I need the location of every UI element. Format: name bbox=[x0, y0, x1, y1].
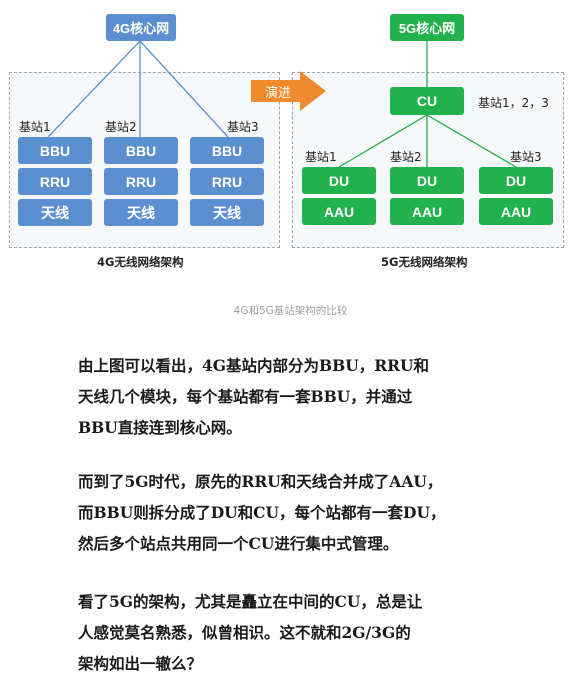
4g-antenna-unit: 天线 bbox=[18, 199, 92, 226]
text-line: 人感觉莫名熟悉，似曾相识。这不就和2G/3G的 bbox=[78, 623, 411, 642]
4g-rru-unit: RRU bbox=[18, 168, 92, 195]
text-line: BBU直接连到核心网。 bbox=[78, 418, 242, 437]
evolution-label: 演进 bbox=[264, 86, 291, 101]
4g-rru-unit: RRU bbox=[104, 168, 178, 195]
4g-bbu-unit: BBU bbox=[18, 137, 92, 164]
4g-station-label: 基站1 bbox=[19, 120, 51, 134]
4g-bbu-unit: BBU bbox=[104, 137, 178, 164]
4g-station-label: 基站2 bbox=[105, 120, 137, 134]
4g-core-network: 4G核心网 bbox=[106, 14, 176, 41]
5g-cu-unit: CU bbox=[390, 87, 464, 115]
text-line: 由上图可以看出，4G基站内部分为BBU，RRU和 bbox=[78, 356, 430, 375]
4g-antenna-unit: 天线 bbox=[190, 199, 264, 226]
paragraph-2: 而到了5G时代，原先的RRU和天线合并成了AAU， 而BBU则拆分成了DU和CU… bbox=[78, 466, 518, 559]
text-line: 然后多个站点共用同一个CU进行集中式管理。 bbox=[78, 534, 399, 553]
5g-aau-unit: AAU bbox=[390, 198, 464, 225]
5g-station-label: 基站2 bbox=[390, 150, 422, 164]
paragraph-1: 由上图可以看出，4G基站内部分为BBU，RRU和 天线几个模块，每个基站都有一套… bbox=[78, 350, 518, 443]
5g-du-unit: DU bbox=[479, 167, 553, 194]
figure-caption: 4G和5G基站架构的比较 bbox=[233, 305, 348, 317]
4g-diagram-caption: 4G无线网络架构 bbox=[97, 255, 184, 269]
4g-rru-unit: RRU bbox=[190, 168, 264, 195]
text-line: 架构如出一辙么？ bbox=[78, 654, 203, 673]
5g-aau-unit: AAU bbox=[479, 198, 553, 225]
text-line: 天线几个模块，每个基站都有一套BBU，并通过 bbox=[78, 387, 413, 406]
4g-station-label: 基站3 bbox=[227, 120, 259, 134]
text-line: 看了5G的架构，尤其是矗立在中间的CU，总是让 bbox=[78, 592, 423, 611]
5g-core-network: 5G核心网 bbox=[390, 14, 464, 41]
evolution-arrow-icon bbox=[251, 71, 326, 111]
cu-shared-stations-label: 基站1，2，3 bbox=[478, 96, 549, 110]
5g-du-unit: DU bbox=[390, 167, 464, 194]
text-line: 而BBU则拆分成了DU和CU，每个站都有一套DU， bbox=[78, 503, 446, 522]
4g-antenna-unit: 天线 bbox=[104, 199, 178, 226]
5g-station-label: 基站1 bbox=[305, 150, 337, 164]
5g-du-unit: DU bbox=[302, 167, 376, 194]
4g-bbu-unit: BBU bbox=[190, 137, 264, 164]
connection-lines bbox=[47, 40, 517, 168]
5g-aau-unit: AAU bbox=[302, 198, 376, 225]
paragraph-3: 看了5G的架构，尤其是矗立在中间的CU，总是让 人感觉莫名熟悉，似曾相识。这不就… bbox=[78, 586, 518, 679]
5g-station-label: 基站3 bbox=[510, 150, 542, 164]
5g-diagram-caption: 5G无线网络架构 bbox=[381, 255, 468, 269]
text-line: 而到了5G时代，原先的RRU和天线合并成了AAU， bbox=[78, 472, 443, 491]
